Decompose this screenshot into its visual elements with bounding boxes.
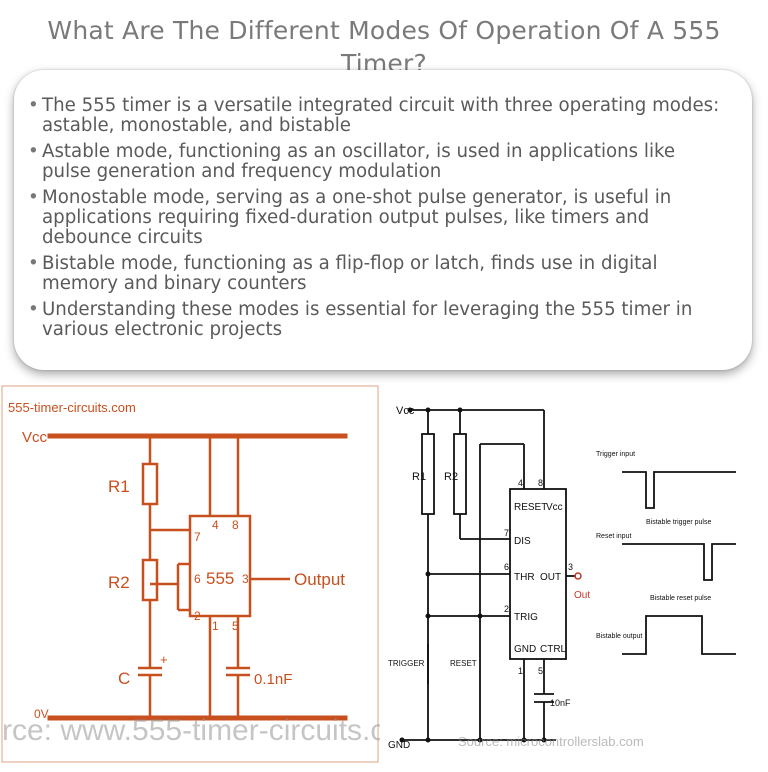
bistable-output-label: Bistable output — [596, 633, 642, 640]
out-pin-label: OUT — [540, 572, 561, 583]
pin-8: 8 — [538, 478, 543, 488]
r2-label: R2 — [108, 573, 130, 592]
trigger-waveform — [622, 471, 736, 509]
pin-5: 5 — [538, 666, 543, 676]
source-watermark: Source: microcontrollerslab.com — [458, 734, 644, 749]
bullet-item: The 555 timer is a versatile integrated … — [28, 96, 728, 136]
555-chip — [188, 514, 252, 618]
pin-6: 6 — [194, 572, 201, 586]
trigger-input-label: Trigger input — [596, 451, 635, 458]
pin-1: 1 — [518, 666, 523, 676]
trigger-label: TRIGGER — [388, 659, 425, 668]
pin-1: 1 — [212, 619, 219, 633]
pin-5: 5 — [232, 619, 239, 633]
out-label: Out — [574, 590, 590, 601]
pin-7: 7 — [504, 528, 509, 538]
reset-pulse-label: Bistable reset pulse — [650, 595, 711, 602]
vcc-pin-label: Vcc — [546, 502, 563, 513]
chip-label: 555 — [206, 569, 234, 588]
astable-circuit-image: 555-timer-circuits.com Vcc R1 R2 C + 555… — [0, 384, 385, 764]
pin-2: 2 — [504, 604, 509, 614]
cap-label: 10nF — [550, 698, 571, 708]
cap-plus: + — [160, 652, 168, 667]
bullet-item: Astable mode, functioning as an oscillat… — [28, 142, 728, 182]
vcc-label: Vcc — [22, 429, 48, 446]
trig-label: TRIG — [514, 612, 538, 623]
astable-circuit-diagram: 555-timer-circuits.com Vcc R1 R2 C + 555… — [1, 385, 385, 763]
bullet-list: The 555 timer is a versatile integrated … — [28, 96, 728, 346]
gnd-pin-label: GND — [514, 644, 536, 655]
bullet-item: Monostable mode, serving as a one-shot p… — [28, 188, 728, 248]
pin-4: 4 — [518, 478, 523, 488]
pin-2: 2 — [194, 609, 201, 623]
output-label: Output — [294, 570, 345, 589]
vcc-label: Vcc — [396, 405, 415, 417]
bistable-circuit-diagram: Vcc R1 R2 RESET Vcc DIS THR OUT TRIG GND… — [388, 405, 736, 751]
thr-label: THR — [514, 572, 535, 583]
reset-pin-label: RESET — [514, 502, 547, 513]
bullet-item: Understanding these modes is essential f… — [28, 300, 728, 340]
site-label: 555-timer-circuits.com — [8, 400, 136, 415]
reset-input-label: Reset input — [596, 533, 631, 540]
trigger-pulse-label: Bistable trigger pulse — [646, 519, 711, 526]
pin-3: 3 — [568, 562, 573, 572]
pin-6: 6 — [504, 562, 509, 572]
cap-value-label: 0.1nF — [254, 671, 292, 688]
dis-label: DIS — [514, 536, 531, 547]
page-title: What Are The Different Modes Of Operatio… — [47, 16, 721, 78]
ctrl-label: CTRL — [540, 644, 567, 655]
c-label: C — [118, 669, 130, 688]
r1-label: R1 — [108, 477, 130, 496]
reset-waveform — [622, 543, 736, 581]
r2-label: R2 — [444, 471, 458, 483]
pin-3: 3 — [242, 572, 249, 586]
gnd-label: GND — [388, 740, 410, 751]
pin-8: 8 — [232, 518, 239, 532]
bistable-circuit-image: Vcc R1 R2 RESET Vcc DIS THR OUT TRIG GND… — [384, 384, 768, 768]
gnd-label: 0V — [34, 707, 49, 721]
pin-7: 7 — [194, 530, 201, 544]
reset-label: RESET — [450, 659, 477, 668]
bullet-item: Bistable mode, functioning as a flip-flo… — [28, 254, 728, 294]
output-waveform — [622, 615, 736, 655]
watermark: rce: www.555-timer-circuits.c — [2, 714, 380, 747]
pin-4: 4 — [212, 518, 219, 532]
r1-label: R1 — [412, 471, 426, 483]
